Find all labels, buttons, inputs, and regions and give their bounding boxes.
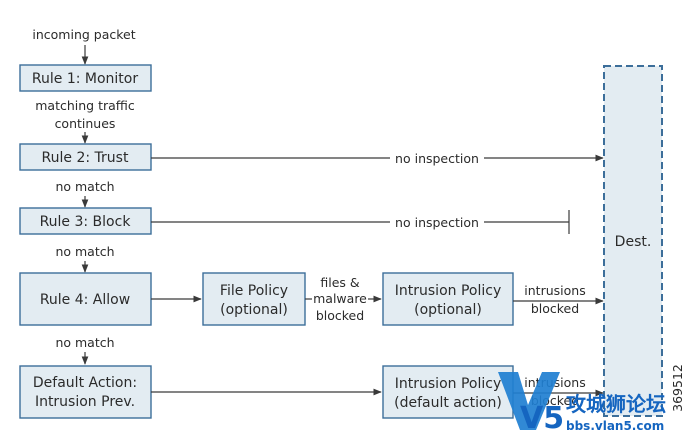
intrusions-blocked-line1: intrusions: [524, 283, 585, 298]
no-match-label-1: no match: [55, 179, 114, 194]
default-action-box: [19, 365, 152, 419]
matching-traffic-label: matching traffic: [35, 98, 135, 113]
intrusion-default-box: [382, 365, 514, 419]
intrusion-default-line2: (default action): [394, 395, 502, 411]
destination-box: [603, 65, 663, 417]
rule3-label: Rule 3: Block: [40, 214, 132, 230]
watermark-mark: V5: [520, 401, 564, 435]
watermark-name: 攻城狮论坛: [566, 392, 666, 416]
rule4-label: Rule 4: Allow: [40, 292, 130, 308]
no-match-label-3: no match: [55, 335, 114, 350]
rule1-box: [19, 64, 152, 92]
intrusions-blocked-line2: blocked: [531, 301, 579, 316]
rule2-label: Rule 2: Trust: [42, 150, 129, 166]
watermark-url: bbs.vlan5.com: [566, 419, 664, 433]
files-blocked-line3: blocked: [316, 308, 364, 323]
intrusion-default-line1: Intrusion Policy: [395, 376, 501, 392]
destination-label: Dest.: [615, 234, 652, 250]
rule3-no-inspection-label: no inspection: [395, 215, 479, 230]
watermark-logo-icon: [498, 372, 560, 430]
rule2-box: [19, 143, 152, 171]
continues-label: continues: [55, 116, 116, 131]
file-policy-line2: (optional): [220, 302, 288, 318]
figure-id: 369512: [670, 364, 685, 412]
files-blocked-line1: files &: [320, 275, 360, 290]
incoming-packet-label: incoming packet: [32, 27, 135, 42]
default-action-line1: Default Action:: [33, 375, 137, 391]
intrusion-policy-box: [382, 272, 514, 326]
no-match-label-2: no match: [55, 244, 114, 259]
rule4-box: [19, 272, 152, 326]
watermark: V5 攻城狮论坛 bbs.vlan5.com: [498, 372, 666, 435]
rule3-box: [19, 207, 152, 235]
intrusion-policy-line1: Intrusion Policy: [395, 283, 501, 299]
files-blocked-line2: malware: [313, 291, 367, 306]
rule1-label: Rule 1: Monitor: [32, 71, 138, 87]
default-action-line2: Intrusion Prev.: [35, 394, 135, 410]
intrusion-policy-line2: (optional): [414, 302, 482, 318]
rule2-no-inspection-label: no inspection: [395, 151, 479, 166]
file-policy-line1: File Policy: [220, 283, 288, 299]
